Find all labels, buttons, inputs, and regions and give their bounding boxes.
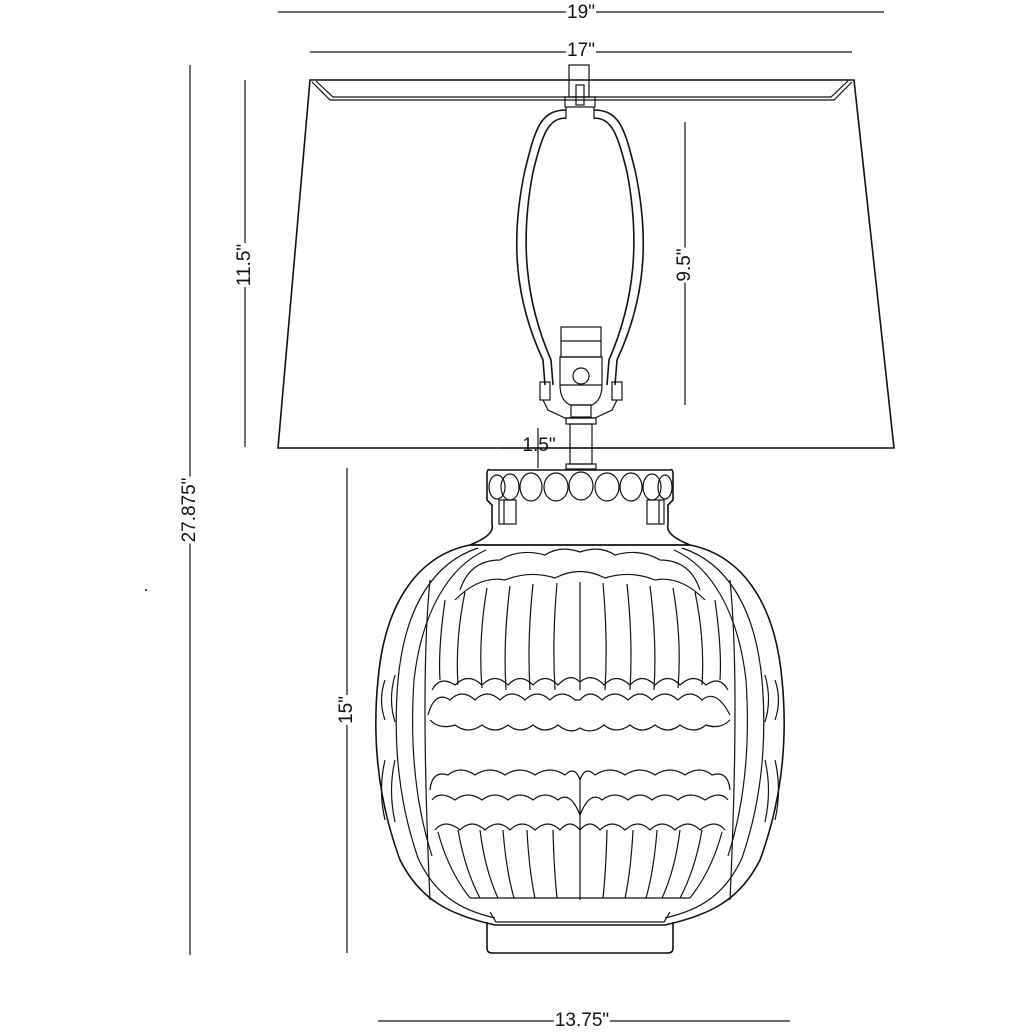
- dim-label-shade-height: 11.5": [234, 242, 255, 288]
- collar-scallops: [488, 471, 673, 502]
- upper-ribs: [438, 582, 722, 691]
- lamp-base: [375, 468, 785, 954]
- dim-label-shade-top-width: 17": [566, 40, 596, 61]
- dim-label-harp-height: 9.5": [674, 247, 695, 283]
- dim-label-overall-shade-width: 19": [566, 2, 596, 23]
- stray-dot: [145, 589, 147, 591]
- dim-label-neck-height: 1.5": [522, 435, 556, 456]
- side-fluting: [380, 674, 780, 823]
- base-foot: [486, 911, 674, 954]
- middle-scallop-row: [427, 677, 731, 732]
- upper-scallop-band: [454, 548, 706, 601]
- neck-pipe: [565, 417, 597, 470]
- harp: [515, 109, 645, 419]
- dimension-lines: [189, 11, 884, 1022]
- finial: [564, 64, 596, 119]
- dim-label-base-height: 15": [336, 695, 357, 725]
- lamp-shade: [277, 79, 895, 449]
- lower-ribs: [437, 780, 723, 900]
- dim-label-base-width: 13.75": [553, 1010, 611, 1031]
- dim-label-overall-height: 27.875": [179, 476, 200, 544]
- socket: [559, 326, 603, 418]
